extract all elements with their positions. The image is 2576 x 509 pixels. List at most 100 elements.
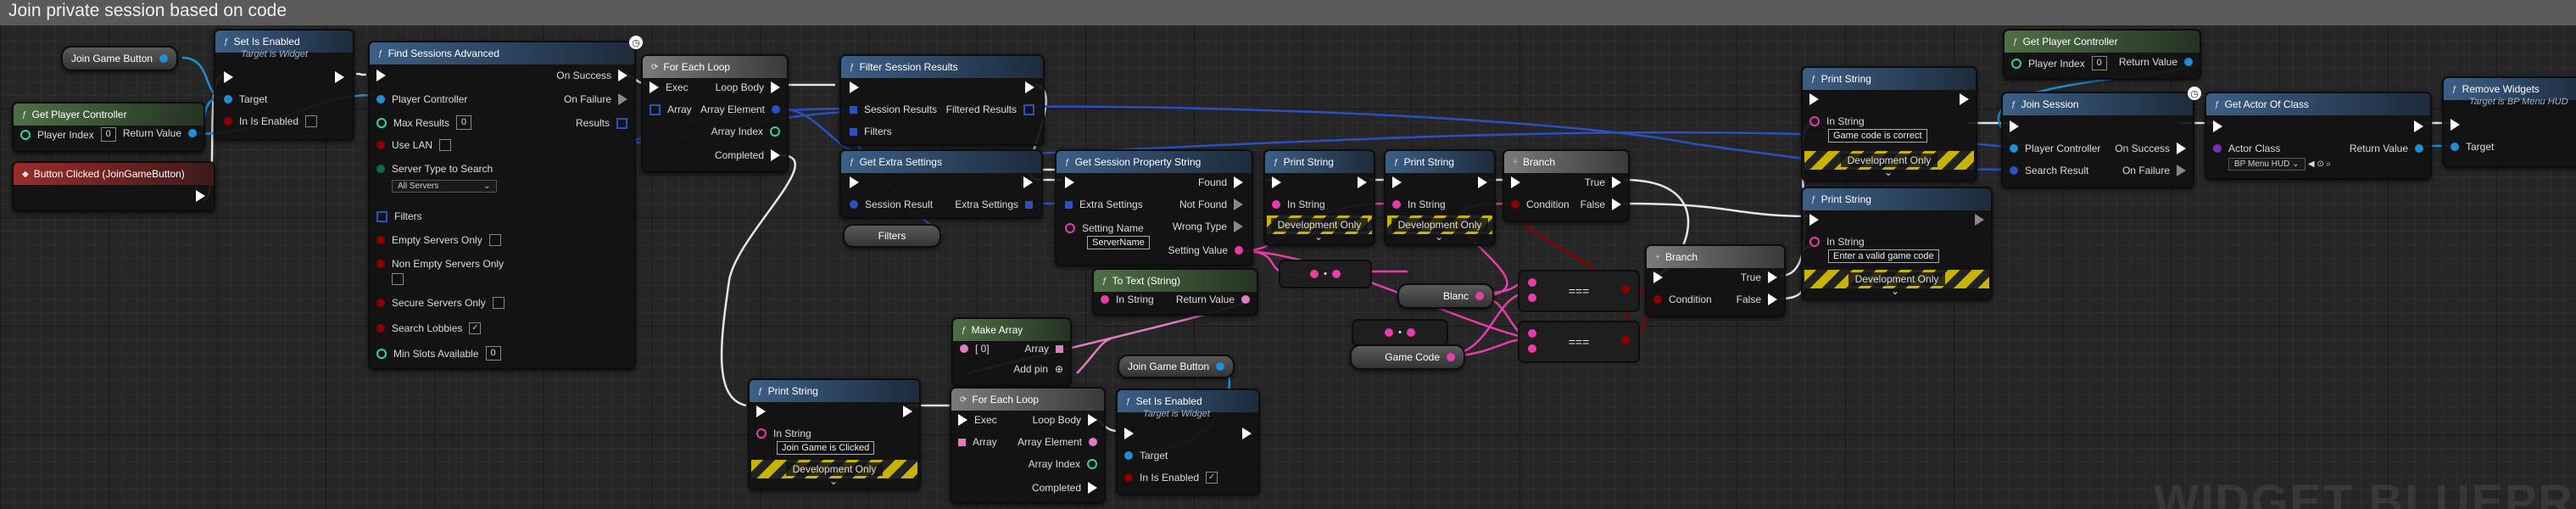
filtered-results-pin[interactable]: Filtered Results xyxy=(946,103,1034,115)
exec-out-pin[interactable] xyxy=(1023,176,1033,188)
chevron-down-icon[interactable]: ⌄ xyxy=(1891,285,1900,297)
comment-box-header[interactable]: Join private session based on code xyxy=(0,0,2576,25)
in-string-field-row[interactable]: Game code is correct xyxy=(1828,129,1927,143)
in-string-field[interactable]: Join Game is Clicked xyxy=(777,441,875,455)
exec-in-pin[interactable] xyxy=(1809,93,1819,105)
empty-servers-checkbox[interactable] xyxy=(488,234,501,246)
in-string-pin[interactable]: In String xyxy=(1392,199,1446,210)
in-string-field[interactable]: Enter a valid game code xyxy=(1828,249,1939,263)
game-code-variable[interactable]: Game Code xyxy=(1350,344,1465,370)
array-out-pin[interactable]: Array xyxy=(1024,343,1063,355)
extra-settings-pin[interactable]: Extra Settings xyxy=(1065,199,1143,210)
completed-pin[interactable]: Completed xyxy=(1032,482,1097,494)
string-equal-node[interactable]: === xyxy=(1518,321,1640,363)
in-string-field-row[interactable]: Enter a valid game code xyxy=(1828,249,1939,263)
exec-out-pin[interactable] xyxy=(1975,214,1984,226)
loop-body-pin[interactable]: Loop Body xyxy=(716,81,780,93)
in-is-enabled-checkbox[interactable] xyxy=(305,115,318,127)
found-pin[interactable]: Found xyxy=(1198,176,1243,188)
array-element-pin[interactable]: Array Element xyxy=(1018,436,1097,448)
exec-in-pin[interactable] xyxy=(1809,214,1819,226)
blanc-variable[interactable]: Blanc xyxy=(1397,283,1494,309)
exec-out-pin[interactable] xyxy=(1358,176,1367,188)
array-index-pin[interactable]: Array Index xyxy=(1029,458,1097,470)
on-failure-pin[interactable]: On Failure xyxy=(564,93,627,105)
exec-in-pin[interactable] xyxy=(376,70,386,81)
exec-out-pin[interactable] xyxy=(1025,81,1034,93)
for-each-loop-node[interactable]: ⟳For Each Loop Exec Array Loop Body Arra… xyxy=(641,54,789,173)
exec-in-pin[interactable]: Exec xyxy=(958,414,997,426)
player-index-field[interactable]: 0 xyxy=(2091,56,2107,70)
string-append-node[interactable]: • xyxy=(1279,260,1372,288)
exec-in-pin[interactable] xyxy=(2451,119,2460,131)
search-lobbies-pin[interactable]: Search Lobbies✓ xyxy=(376,322,482,334)
add-pin-button[interactable]: Add pin⊕ xyxy=(1013,363,1063,375)
exec-in-pin[interactable] xyxy=(1653,271,1663,283)
target-pin[interactable]: Target xyxy=(2451,141,2494,153)
search-result-pin[interactable]: Search Result xyxy=(2010,165,2088,176)
loop-body-pin[interactable]: Loop Body xyxy=(1033,414,1097,426)
chevron-down-icon[interactable]: ⌄ xyxy=(1884,166,1893,178)
return-value-pin[interactable]: Return Value xyxy=(123,127,197,139)
exec-in-pin[interactable] xyxy=(2213,120,2222,132)
setting-value-pin[interactable]: Setting Value xyxy=(1168,244,1243,256)
false-pin[interactable]: False xyxy=(1737,294,1777,305)
secure-servers-checkbox[interactable] xyxy=(492,297,505,309)
exec-in-pin[interactable] xyxy=(1511,176,1520,188)
branch-node[interactable]: ⑂Branch Condition True False xyxy=(1645,244,1786,317)
non-empty-servers-pin[interactable]: Non Empty Servers Only xyxy=(376,258,504,270)
string-equal-node[interactable]: === xyxy=(1518,270,1640,312)
server-type-pin[interactable]: Server Type to Search xyxy=(376,163,493,175)
non-empty-servers-checkbox[interactable] xyxy=(392,273,404,285)
exec-out-pin[interactable] xyxy=(1478,176,1487,188)
chevron-down-icon[interactable]: ⌄ xyxy=(1314,231,1324,243)
session-result-pin[interactable]: Session Result xyxy=(850,199,933,210)
for-each-loop-node[interactable]: ⟳For Each Loop Exec Array Loop Body Arra… xyxy=(950,387,1106,504)
player-controller-pin[interactable]: Player Controller xyxy=(2010,143,2100,154)
join-game-button-variable[interactable]: Join Game Button xyxy=(1118,355,1235,378)
true-pin[interactable]: True xyxy=(1741,271,1777,283)
return-value-pin[interactable]: Return Value xyxy=(2119,56,2193,68)
in-string-field[interactable]: Game code is correct xyxy=(1828,129,1927,143)
true-pin[interactable]: True xyxy=(1585,176,1621,188)
string-pin-icon[interactable] xyxy=(1475,292,1484,300)
object-pin-icon[interactable] xyxy=(159,54,169,63)
exec-in-pin[interactable] xyxy=(1392,176,1402,188)
in-string-pin[interactable]: In String xyxy=(1809,236,1865,248)
in-is-enabled-pin[interactable]: In Is Enabled✓ xyxy=(1124,472,1218,484)
in-string-pin[interactable]: In String xyxy=(1101,294,1154,305)
false-pin[interactable]: False xyxy=(1581,199,1621,210)
string-append-node[interactable]: • xyxy=(1352,319,1448,346)
return-value-pin[interactable]: Return Value xyxy=(1176,294,1250,305)
exec-out-pin[interactable] xyxy=(903,406,912,417)
use-lan-checkbox[interactable] xyxy=(439,139,452,151)
exec-in-pin[interactable] xyxy=(850,176,859,188)
actor-class-dropdown[interactable]: BP Menu HUD ⌄ ◀ ⊙ ⌕ xyxy=(2228,158,2331,171)
array-pin[interactable]: Array xyxy=(650,103,692,115)
secure-servers-pin[interactable]: Secure Servers Only xyxy=(376,297,505,309)
array-element-pin[interactable]: Array Element xyxy=(700,103,780,115)
array-pin[interactable]: Array xyxy=(958,436,997,448)
exec-out-pin[interactable] xyxy=(1242,428,1252,439)
chevron-down-icon[interactable]: ⌄ xyxy=(829,475,839,487)
completed-pin[interactable]: Completed xyxy=(715,149,780,161)
target-pin[interactable]: Target xyxy=(224,93,267,105)
browse-icon[interactable]: ◀ ⊙ ⌕ xyxy=(2307,159,2332,169)
use-lan-pin[interactable]: Use LAN xyxy=(376,139,452,151)
in-string-pin[interactable]: In String xyxy=(756,428,811,439)
on-success-pin[interactable]: On Success xyxy=(556,70,627,81)
exec-out-pin[interactable] xyxy=(335,71,344,83)
exec-in-pin[interactable] xyxy=(1065,176,1074,188)
object-pin-icon[interactable] xyxy=(1216,362,1225,371)
